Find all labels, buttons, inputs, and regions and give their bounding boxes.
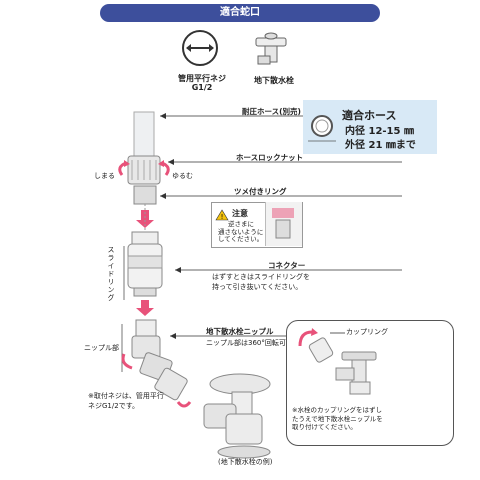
- thread-label-line2: G1/2: [191, 83, 213, 92]
- hose-lock-nut-shape: [127, 155, 161, 185]
- hose-label: 耐圧ホース(別売): [242, 107, 301, 116]
- faucet-icon: [255, 32, 287, 65]
- inset-note-line3: 取り付けてください。: [292, 423, 357, 431]
- caution-line2: 通さないように: [218, 227, 264, 236]
- inset-note-line2: たうえで地下散水栓ニップルを: [292, 414, 383, 423]
- hose-spec-inner: 内径 12-15 ㎜: [345, 126, 414, 137]
- inset-note-line1: ※水栓のカップリングをはずし: [292, 406, 382, 414]
- yurumu-label: ゆるむ: [172, 172, 193, 180]
- example-label: (地下散水栓の例): [218, 458, 273, 466]
- coupling-ring-label: カップリング: [346, 328, 388, 336]
- underground-faucet-shape: [203, 373, 271, 459]
- caution-line1: 逆さまに: [228, 220, 254, 228]
- caution-text: 逆さまに 通さないように してください。: [218, 220, 264, 244]
- shimaru-label: しまる: [94, 172, 115, 180]
- thread-note-line2: ネジG1/2です。: [88, 402, 139, 410]
- nipple-part-label: ニップル部: [84, 344, 119, 352]
- slide-ring-label: スライドリング: [107, 246, 115, 302]
- thread-label: 管用平行ネジ G1/2: [172, 74, 232, 92]
- nipple-label: 地下散水栓ニップル: [206, 327, 274, 336]
- caution-title: 注意: [232, 209, 248, 218]
- hose-lock-nut-label: ホースロックナット: [236, 153, 304, 162]
- thread-note-line1: ※取付ネジは、管用平行: [88, 392, 164, 400]
- thread-label-line1: 管用平行ネジ: [178, 74, 226, 83]
- inset-note: ※水栓のカップリングをはずし たうえで地下散水栓ニップルを 取り付けてください。: [292, 406, 383, 432]
- connector-note-line1: はずすときはスライドリングを: [212, 273, 310, 281]
- faucet-label: 地下散水栓: [254, 76, 294, 85]
- claw-ring-label: ツメ付きリング: [234, 187, 287, 196]
- svg-text:!: !: [221, 213, 224, 221]
- section-header: 適合蛇口: [100, 4, 380, 22]
- nipple-note: ニップル部は360°回転可能: [206, 339, 293, 347]
- connector-label: コネクター: [268, 261, 306, 270]
- nipple-shape: [131, 319, 188, 401]
- hose-spec-title: 適合ホース: [342, 109, 397, 122]
- thread-icon: [182, 30, 218, 66]
- caution-line3: してください。: [218, 235, 264, 243]
- connector-note-line2: 持って引き抜いてください。: [212, 283, 303, 291]
- hose-spec-outer: 外径 21 ㎜まで: [345, 140, 416, 151]
- connector-shape: [127, 231, 163, 297]
